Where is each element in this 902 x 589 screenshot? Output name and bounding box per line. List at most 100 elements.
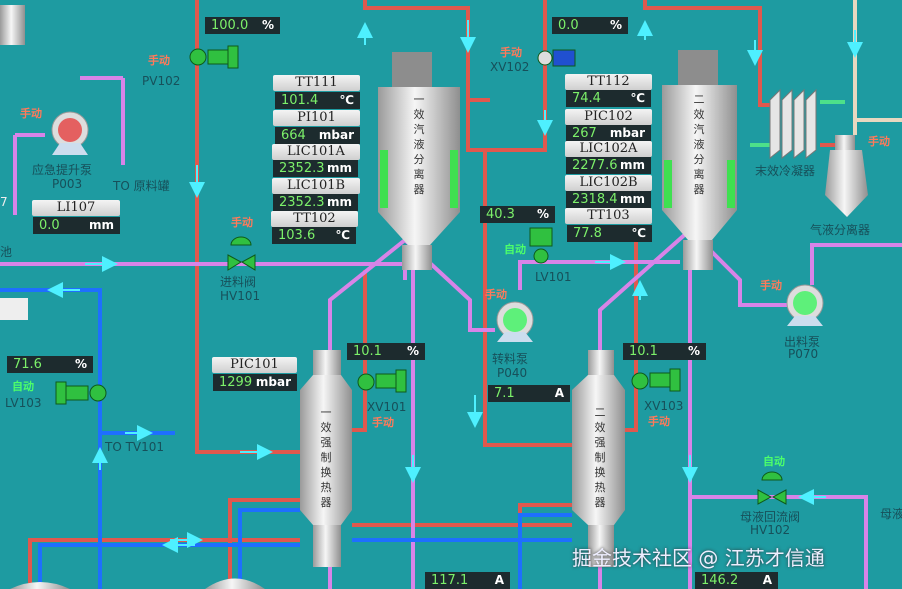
hv101-name: HV101 [220,289,261,303]
unit: % [687,344,700,358]
hv102-label: 母液回流阀 [740,510,801,524]
tag-label: TT112 [565,74,652,90]
xv102-label: XV102 [490,60,530,74]
to-tank-label: TO 原料罐 [113,179,170,193]
li107-value: 0.0 mm [33,217,120,234]
p040-label: 转料泵 [492,352,529,366]
to-tv101-label: TO TV101 [105,440,165,454]
hv101-valve-icon[interactable] [226,234,256,270]
mother-liquor-label: 母液 [880,507,902,521]
value: 103.6 [278,228,316,243]
unit: % [609,18,622,32]
hv102-mode[interactable]: 自动 [763,455,785,468]
pic101-label: PIC101 [212,357,297,373]
p040-mode[interactable]: 手动 [485,288,507,301]
value: 101.4 [281,93,319,108]
unit: ℃ [631,226,646,240]
value: 2318.4 [572,192,618,207]
tag-label: TT111 [273,75,360,91]
p070-pump-icon[interactable] [785,285,825,327]
tag-label: LIC102B [565,175,652,191]
unit: mm [326,161,352,175]
current-readout: 117.1 A [425,572,510,589]
unit: A [554,386,564,400]
value: 0.0 [39,218,60,233]
lv103-readout: 71.6% [7,356,93,373]
xv102-readout: 0.0% [552,17,628,34]
lv103-valve-icon[interactable] [55,380,108,404]
value: 71.6 [13,357,42,372]
value: 77.8 [573,226,602,241]
lv101-valve-icon[interactable] [528,226,554,264]
unit: ℃ [339,93,354,107]
condenser-label: 末效冷凝器 [755,164,816,178]
hv102-valve-icon[interactable] [757,470,788,506]
pv102-mode[interactable]: 手动 [148,54,170,67]
value: 1299 [219,375,253,390]
lv103-mode[interactable]: 自动 [12,380,34,393]
p040-pump-icon[interactable] [495,300,535,344]
heat-exchanger-1-label: 一效强制换热器 [320,406,332,509]
p070-mode[interactable]: 手动 [760,279,782,292]
p003-mode[interactable]: 手动 [20,107,42,120]
xv103-label: XV103 [644,399,684,413]
tag-label: LIC101A [272,144,360,160]
value: 664 [281,128,306,143]
tag-label: LIC102A [565,141,652,157]
separator-1 [378,52,460,270]
value: 7.1 [494,386,515,401]
gas-separator-label: 气液分离器 [810,223,871,237]
unit: mbar [609,126,645,140]
watermark: 掘金技术社区 @ 江苏才信通 [572,546,825,570]
tag-label: TT102 [271,211,358,227]
xv101-valve-icon[interactable] [356,368,406,394]
unit: % [261,18,274,32]
xv103-valve-icon[interactable] [630,368,680,394]
value: 100.0 [211,18,249,33]
value: 74.4 [572,91,601,106]
hv101-mode[interactable]: 手动 [231,216,253,229]
tag-label: LIC101B [272,178,360,194]
pool-label: 池 [0,245,13,259]
tag-value: 74.4℃ [566,90,651,107]
tag-label: PI101 [273,110,360,126]
value: 0.0 [558,18,579,33]
xv101-mode[interactable]: 手动 [372,416,394,429]
unit: mm [88,218,114,232]
xv102-valve-icon[interactable] [537,48,577,70]
tag-value: 103.6℃ [272,227,356,244]
pv102-valve-icon[interactable] [188,45,240,71]
hv101-label: 进料阀 [220,275,257,289]
separator-2-label: 二效汽液分离器 [693,93,705,196]
p040-name: P040 [497,366,528,380]
xv101-label: XV101 [367,400,407,414]
value: 117.1 [431,573,469,588]
xv103-mode[interactable]: 手动 [648,415,670,428]
lv101-readout: 40.3% [480,206,555,223]
heat-exchanger-2-label: 二效强制换热器 [594,406,606,509]
gas-separator-mode[interactable]: 手动 [868,135,890,148]
p003-pump-icon[interactable] [50,110,90,155]
p040-current: 7.1 A [488,385,570,402]
separator-1-label: 一效汽液分离器 [413,93,425,196]
pv102-label: PV102 [142,74,181,88]
li107-label: LI107 [32,200,120,216]
value: 2352.3 [279,161,325,176]
p003-label: 应急提升泵 [32,163,93,177]
tag-value: 101.4 ℃ [275,92,360,109]
xv102-mode[interactable]: 手动 [500,46,522,59]
lv103-label: LV103 [5,396,42,410]
unit: mm [619,192,645,206]
xv103-readout: 10.1% [623,343,706,360]
unit: mm [619,158,645,172]
unit: A [494,573,504,587]
unit: % [406,344,419,358]
lv101-mode[interactable]: 自动 [504,243,526,256]
